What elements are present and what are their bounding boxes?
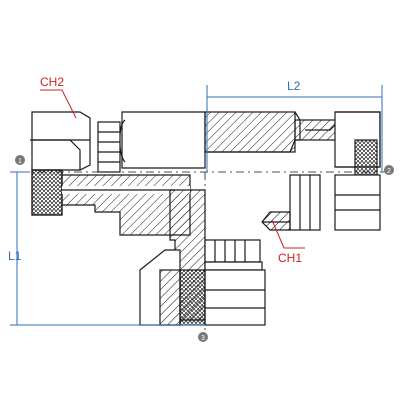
port-marker-1: 1	[15, 155, 25, 165]
port-marker-2: 2	[384, 165, 394, 175]
dimensions	[10, 85, 383, 326]
port-marker-3: 3	[198, 332, 208, 342]
dimension-l2-label: L2	[287, 79, 301, 93]
port-marker-1-label: 1	[18, 158, 22, 165]
callout-ch1-leader	[271, 219, 305, 249]
callout-ch2-leader	[40, 89, 77, 119]
callout-ch2-label: CH2	[40, 75, 64, 89]
centerlines	[20, 171, 385, 330]
port-marker-3-label: 3	[201, 335, 205, 342]
fitting-outline	[30, 111, 381, 326]
dimension-l1-label: L1	[8, 249, 22, 263]
port-marker-2-label: 2	[387, 168, 391, 175]
callout-ch1-label: CH1	[278, 251, 302, 265]
callouts	[40, 89, 305, 249]
